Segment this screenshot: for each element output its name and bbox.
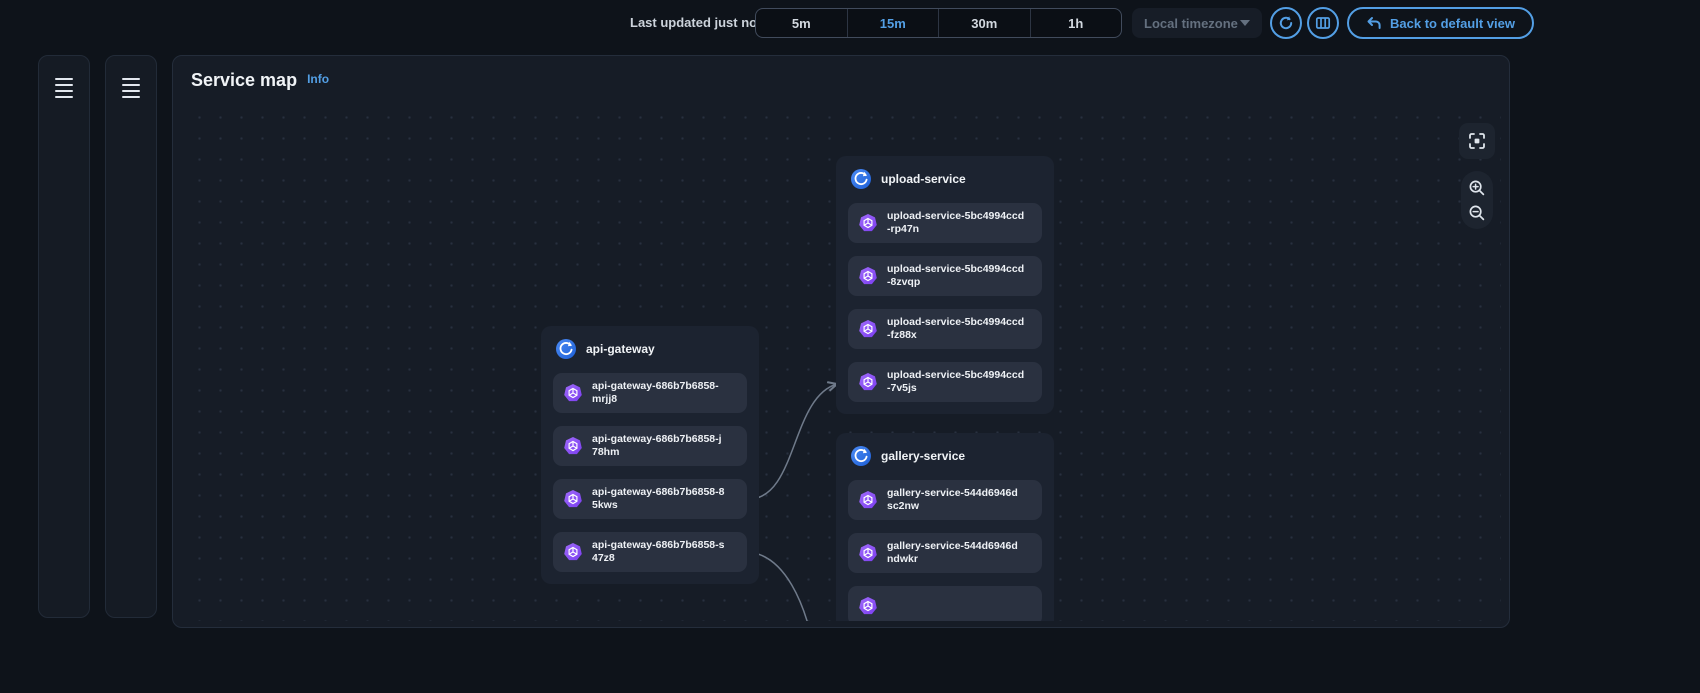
left-navigation-rail [38, 55, 90, 618]
back-button-label: Back to default view [1390, 15, 1515, 31]
hamburger-menu-icon [55, 78, 73, 80]
secondary-navigation-rail [105, 55, 157, 618]
fit-view-icon [1469, 133, 1485, 149]
caret-down-icon [1240, 20, 1250, 26]
pod-node[interactable]: upload-service-5bc4994ccd-rp47n [848, 203, 1042, 243]
back-arrow-icon [1367, 17, 1381, 29]
pod-name: upload-service-5bc4994ccd-8zvqp [887, 263, 1025, 288]
page-title: Service map [191, 70, 298, 90]
pod-name: upload-service-5bc4994ccd-7v5js [887, 369, 1025, 394]
pod-node[interactable]: upload-service-5bc4994ccd-8zvqp [848, 256, 1042, 296]
service-name: upload-service [881, 172, 966, 186]
toolbar: Last updated just now 5m 15m 30m 1h Loca… [0, 0, 1700, 46]
pod-icon [859, 597, 877, 615]
back-to-default-view-button[interactable]: Back to default view [1347, 7, 1534, 39]
refresh-button[interactable] [1270, 7, 1302, 39]
pod-icon [564, 543, 582, 561]
edge-api-gateway-to-upload-service [748, 384, 837, 500]
timezone-select[interactable]: Local timezone [1132, 8, 1262, 38]
fit-to-view-button[interactable] [1459, 123, 1495, 159]
pod-name: upload-service-5bc4994ccd-rp47n [887, 210, 1025, 235]
zoom-out-icon [1469, 205, 1485, 220]
pod-icon [859, 491, 877, 509]
zoom-controls [1461, 171, 1493, 229]
pod-node[interactable]: api-gateway-686b7b6858-mrjj8 [553, 373, 747, 413]
service-icon [851, 446, 871, 466]
pod-icon [564, 384, 582, 402]
refresh-icon [1279, 16, 1293, 30]
time-range-30m[interactable]: 30m [938, 9, 1030, 37]
pod-icon [859, 544, 877, 562]
time-range-1h[interactable]: 1h [1029, 9, 1122, 37]
service-node[interactable]: upload-service [848, 168, 1042, 190]
service-group-api-gateway: api-gateway api-gateway-686b7b6858-mrjj8 [541, 326, 759, 584]
service-node[interactable]: api-gateway [553, 338, 747, 360]
service-group-upload-service: upload-service upload-service-5bc4994ccd… [836, 156, 1054, 414]
pod-name: upload-service-5bc4994ccd-fz88x [887, 316, 1025, 341]
hamburger-menu-icon [122, 78, 140, 80]
service-icon [556, 339, 576, 359]
pod-icon [564, 437, 582, 455]
pod-node[interactable]: upload-service-5bc4994ccd-7v5js [848, 362, 1042, 402]
layout-columns-icon [1315, 17, 1331, 29]
service-name: gallery-service [881, 449, 966, 463]
service-map-panel: Service map Info [172, 55, 1510, 628]
time-range-segmented-control: 5m 15m 30m 1h [755, 8, 1122, 38]
pod-icon [859, 373, 877, 391]
service-map-canvas[interactable]: api-gateway api-gateway-686b7b6858-mrjj8 [183, 101, 1501, 621]
layout-columns-button[interactable] [1307, 7, 1339, 39]
info-link[interactable]: Info [307, 72, 330, 86]
pod-node[interactable]: upload-service-5bc4994ccd-fz88x [848, 309, 1042, 349]
service-icon [851, 169, 871, 189]
zoom-in-button[interactable] [1463, 176, 1491, 200]
pod-icon [564, 490, 582, 508]
last-updated-text: Last updated just now [630, 15, 768, 30]
pod-node-partial[interactable] [848, 586, 1042, 621]
time-range-15m[interactable]: 15m [846, 9, 939, 37]
panel-header: Service map Info [191, 69, 329, 91]
zoom-in-icon [1469, 180, 1485, 195]
open-navigation-button[interactable] [48, 74, 80, 102]
pod-icon [859, 267, 877, 285]
pod-icon [859, 214, 877, 232]
service-group-gallery-service: gallery-service gallery-service-544d6946… [836, 433, 1054, 621]
service-name: api-gateway [586, 342, 655, 356]
open-secondary-navigation-button[interactable] [115, 74, 147, 102]
service-node[interactable]: gallery-service [848, 445, 1042, 467]
zoom-out-button[interactable] [1463, 201, 1491, 225]
pod-name: api-gateway-686b7b6858-mrjj8 [592, 380, 719, 405]
pod-icon [859, 320, 877, 338]
time-range-5m[interactable]: 5m [756, 9, 847, 37]
timezone-select-label: Local timezone [1144, 15, 1238, 31]
